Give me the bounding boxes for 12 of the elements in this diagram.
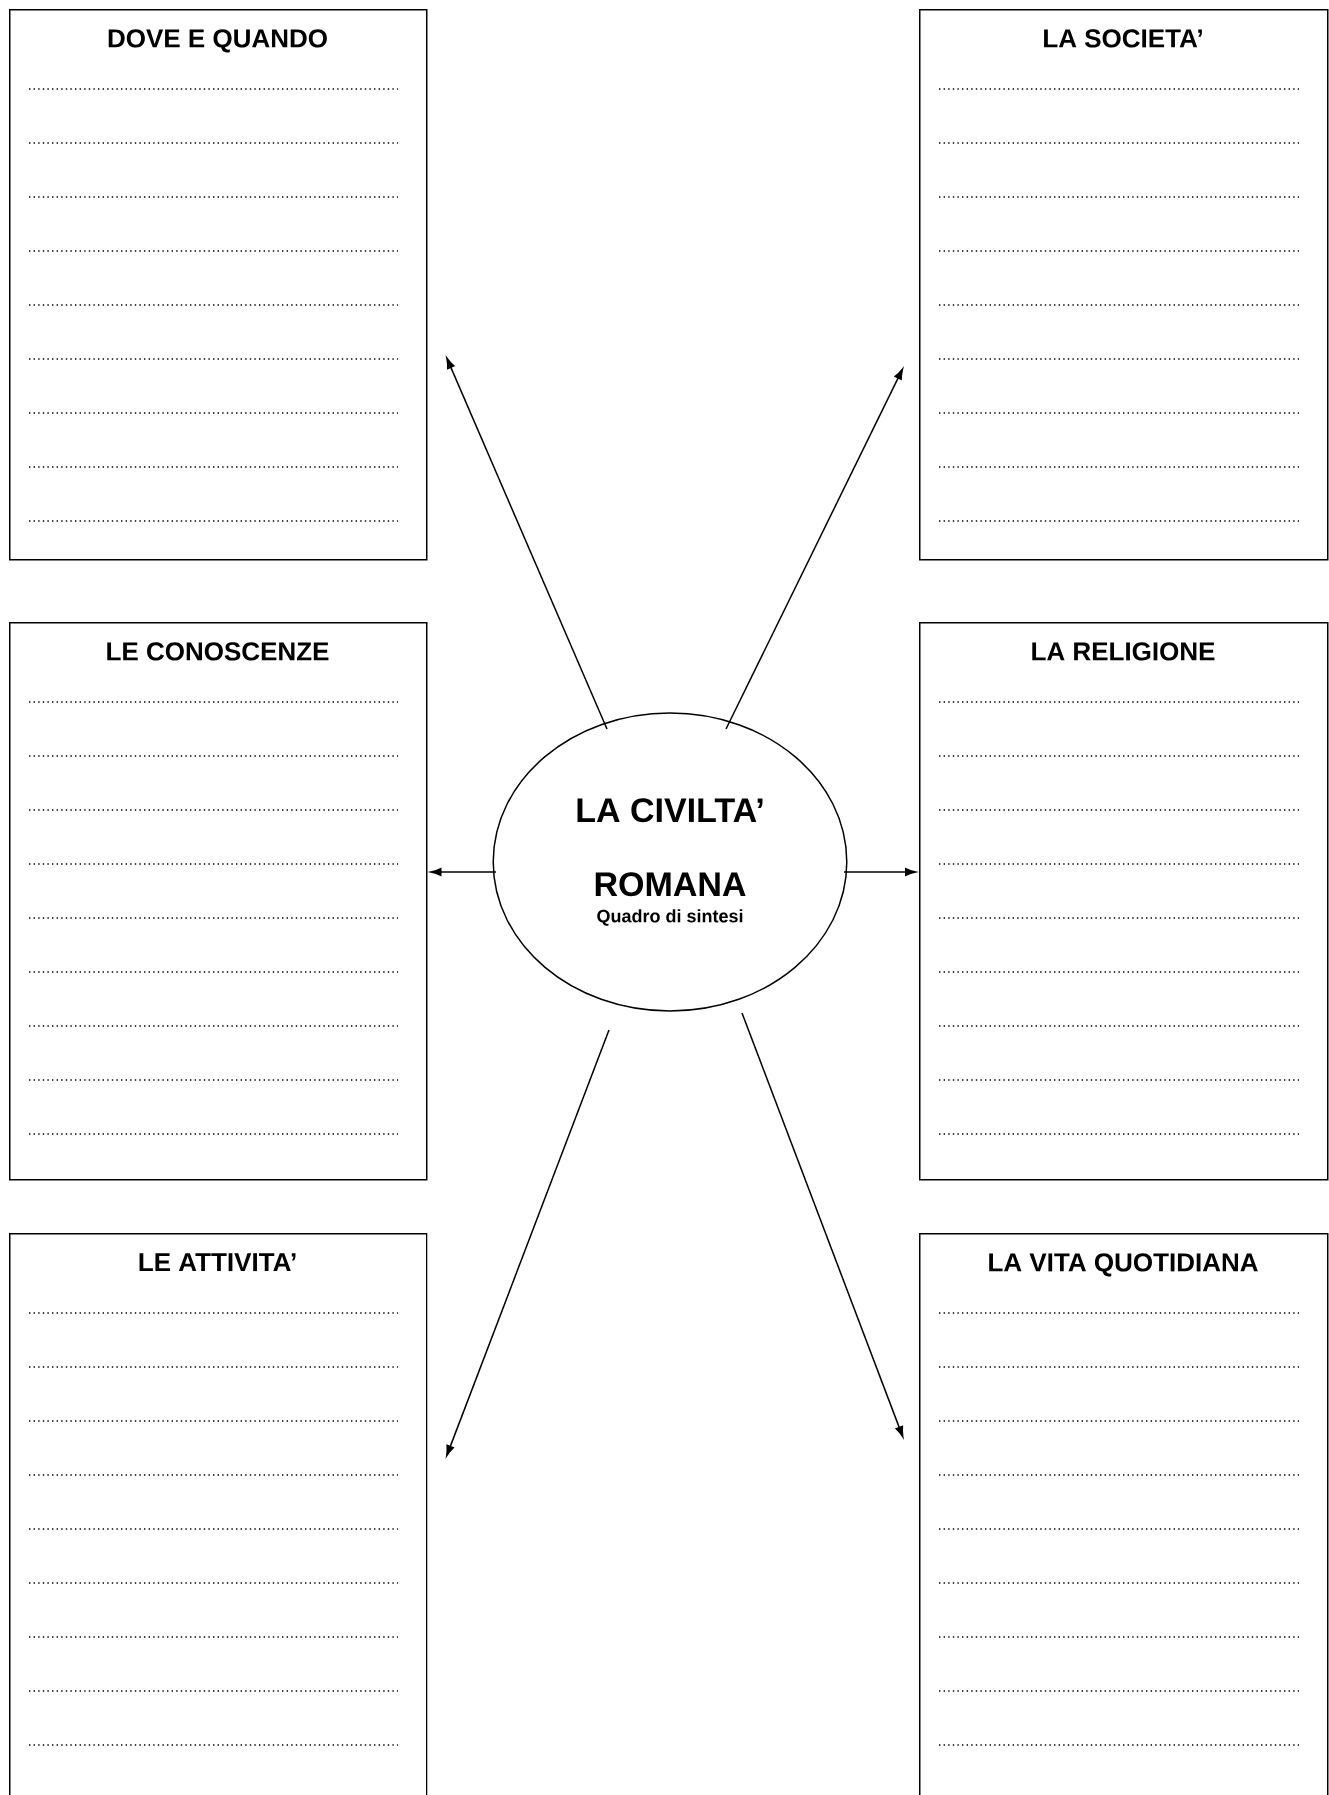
arrow [843, 867, 917, 877]
text-box: LE CONOSCENZE [9, 622, 428, 1181]
text-box: LA RELIGIONE [919, 622, 1329, 1181]
arrow [430, 867, 497, 877]
text-box: DOVE E QUANDO [9, 9, 428, 561]
text-box: LA VITA QUOTIDIANA [919, 1233, 1329, 1795]
arrow [446, 357, 608, 730]
text-box: LE ATTIVITA’ [9, 1233, 428, 1795]
arrow [446, 1029, 610, 1457]
arrow [741, 1012, 904, 1438]
text-box: LA SOCIETA’ [919, 9, 1329, 561]
arrow [725, 368, 904, 730]
